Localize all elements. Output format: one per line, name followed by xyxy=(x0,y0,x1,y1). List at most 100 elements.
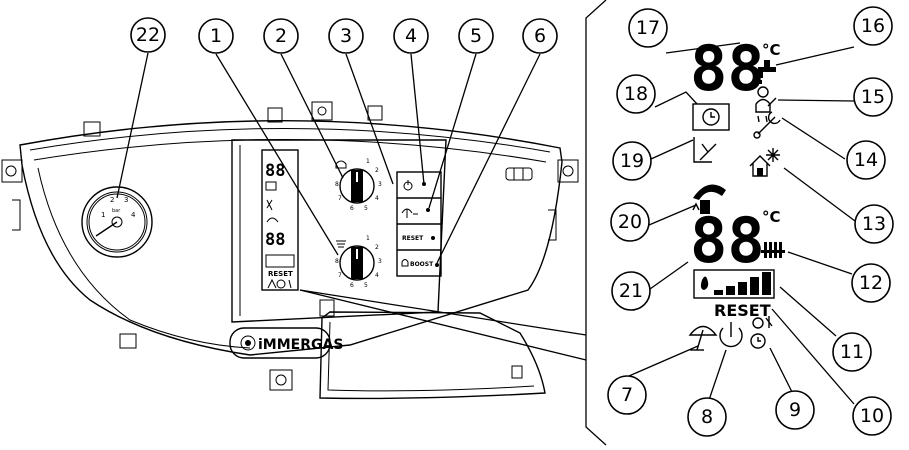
callout-11: 11 xyxy=(832,332,872,372)
burner-flame-presence-icon xyxy=(692,184,726,214)
small-lcd-digits-bottom: 88 xyxy=(265,230,285,250)
callout-label: 6 xyxy=(534,25,546,47)
small-lcd-digits-top: 88 xyxy=(265,161,285,181)
callout-1: 1 xyxy=(198,18,234,54)
callout-9: 9 xyxy=(775,390,815,430)
callout-20: 20 xyxy=(610,202,650,242)
callout-label: 17 xyxy=(636,17,660,39)
callout-19: 19 xyxy=(612,141,652,181)
dial-tick: 6 xyxy=(350,205,354,212)
callout-label: 18 xyxy=(624,83,648,105)
dial-tick: 1 xyxy=(366,235,370,242)
callout-label: 11 xyxy=(840,341,864,363)
callout-21: 21 xyxy=(611,271,651,311)
callout-4: 4 xyxy=(393,18,429,54)
dial-tick: 6 xyxy=(350,282,354,289)
reset-button[interactable]: RESET xyxy=(402,235,435,242)
dial-tick: 3 xyxy=(378,181,382,188)
callout-12: 12 xyxy=(851,263,891,303)
front-cover-door xyxy=(319,299,546,400)
callout-label: 3 xyxy=(340,25,352,47)
gauge-tick: 3 xyxy=(124,196,128,204)
callout-5: 5 xyxy=(458,18,494,54)
chimney-sweep-function-icon xyxy=(693,137,717,163)
external-probe-antifreeze-icon xyxy=(749,148,780,177)
callout-label: 4 xyxy=(405,25,417,47)
callout-15: 15 xyxy=(853,77,893,117)
callout-22: 22 xyxy=(130,17,166,53)
wrench-anomaly-icon xyxy=(753,111,781,139)
dial-tick: 2 xyxy=(375,244,379,251)
callout-label: 13 xyxy=(862,213,886,235)
lcd-reset-label: RESET xyxy=(714,301,771,320)
callout-8: 8 xyxy=(687,397,727,437)
power-level-bar-icon xyxy=(693,269,775,299)
lcd-top-digits: 88 xyxy=(690,32,765,105)
callout-17: 17 xyxy=(628,8,668,48)
boost-button-label: BOOST xyxy=(410,261,434,268)
reset-button-label: RESET xyxy=(402,235,424,242)
callout-3: 3 xyxy=(328,18,364,54)
dial-tick: 2 xyxy=(375,167,379,174)
callout-label: 12 xyxy=(859,272,883,294)
gauge-tick: 4 xyxy=(131,211,136,219)
callout-label: 5 xyxy=(470,25,482,47)
callout-label: 21 xyxy=(619,280,643,302)
dial-tick: 8 xyxy=(335,258,339,265)
callout-6: 6 xyxy=(522,18,558,54)
lcd-bottom-digits: 88 xyxy=(690,204,765,277)
callout-13: 13 xyxy=(854,204,894,244)
winter-mode-icon xyxy=(750,316,773,349)
callout-label: 7 xyxy=(621,384,633,406)
brand-logo: iMMERGAS xyxy=(229,327,343,359)
callout-label: 15 xyxy=(861,86,885,108)
callout-10: 10 xyxy=(852,396,892,436)
leader-lines xyxy=(116,42,856,405)
boiler-housing xyxy=(1,101,579,391)
callout-7: 7 xyxy=(607,375,647,415)
gauge-tick: 2 xyxy=(110,196,114,204)
radiator-heating-icon xyxy=(761,242,785,258)
callout-label: 2 xyxy=(275,25,287,47)
control-panel: 88 88 RESET 1 2 3 4 5 6 7 8 1 xyxy=(231,139,447,323)
zoom-lines xyxy=(299,0,607,446)
standby-power-icon xyxy=(719,322,743,348)
callout-14: 14 xyxy=(846,140,886,180)
summer-umbrella-icon xyxy=(688,325,718,351)
callout-2: 2 xyxy=(263,18,299,54)
callout-label: 10 xyxy=(860,405,884,427)
summer-winter-button[interactable] xyxy=(401,208,430,218)
callout-label: 20 xyxy=(618,211,642,233)
dial-tick: 5 xyxy=(364,282,368,289)
pressure-gauge: 1 2 3 4 bar xyxy=(81,186,153,258)
gauge-unit: bar xyxy=(112,208,121,214)
dhw-temperature-knob[interactable]: 1 2 3 4 5 6 7 8 xyxy=(335,158,382,212)
dial-tick: 4 xyxy=(375,272,379,279)
dial-tick: 5 xyxy=(364,205,368,212)
lcd-bottom-unit: °C xyxy=(762,208,781,226)
dial-tick: 4 xyxy=(375,195,379,202)
small-lcd-reset: RESET xyxy=(268,270,293,278)
timer-icon xyxy=(692,103,730,131)
lcd-top-unit: °C xyxy=(762,41,781,59)
callout-label: 16 xyxy=(861,15,885,37)
dhw-with-heat-icon xyxy=(755,86,777,123)
callout-label: 14 xyxy=(854,149,878,171)
heating-temperature-knob[interactable]: 1 2 3 4 5 6 7 8 xyxy=(335,235,382,289)
callout-label: 22 xyxy=(136,24,160,46)
callout-16: 16 xyxy=(853,6,893,46)
boost-button[interactable]: BOOST xyxy=(401,259,439,269)
dial-tick: 7 xyxy=(338,195,342,202)
callout-label: 9 xyxy=(789,399,801,421)
callout-label: 19 xyxy=(620,150,644,172)
lcd-display-detail: 88 °C 88 °C xyxy=(688,32,785,351)
on-off-button[interactable] xyxy=(403,180,426,191)
gauge-tick: 1 xyxy=(101,211,105,219)
dial-tick: 3 xyxy=(378,258,382,265)
callout-18: 18 xyxy=(616,74,656,114)
callout-label: 8 xyxy=(701,406,713,428)
dial-tick: 8 xyxy=(335,181,339,188)
dhw-tap-icon xyxy=(758,60,776,84)
brand-name: iMMERGAS xyxy=(258,337,343,353)
